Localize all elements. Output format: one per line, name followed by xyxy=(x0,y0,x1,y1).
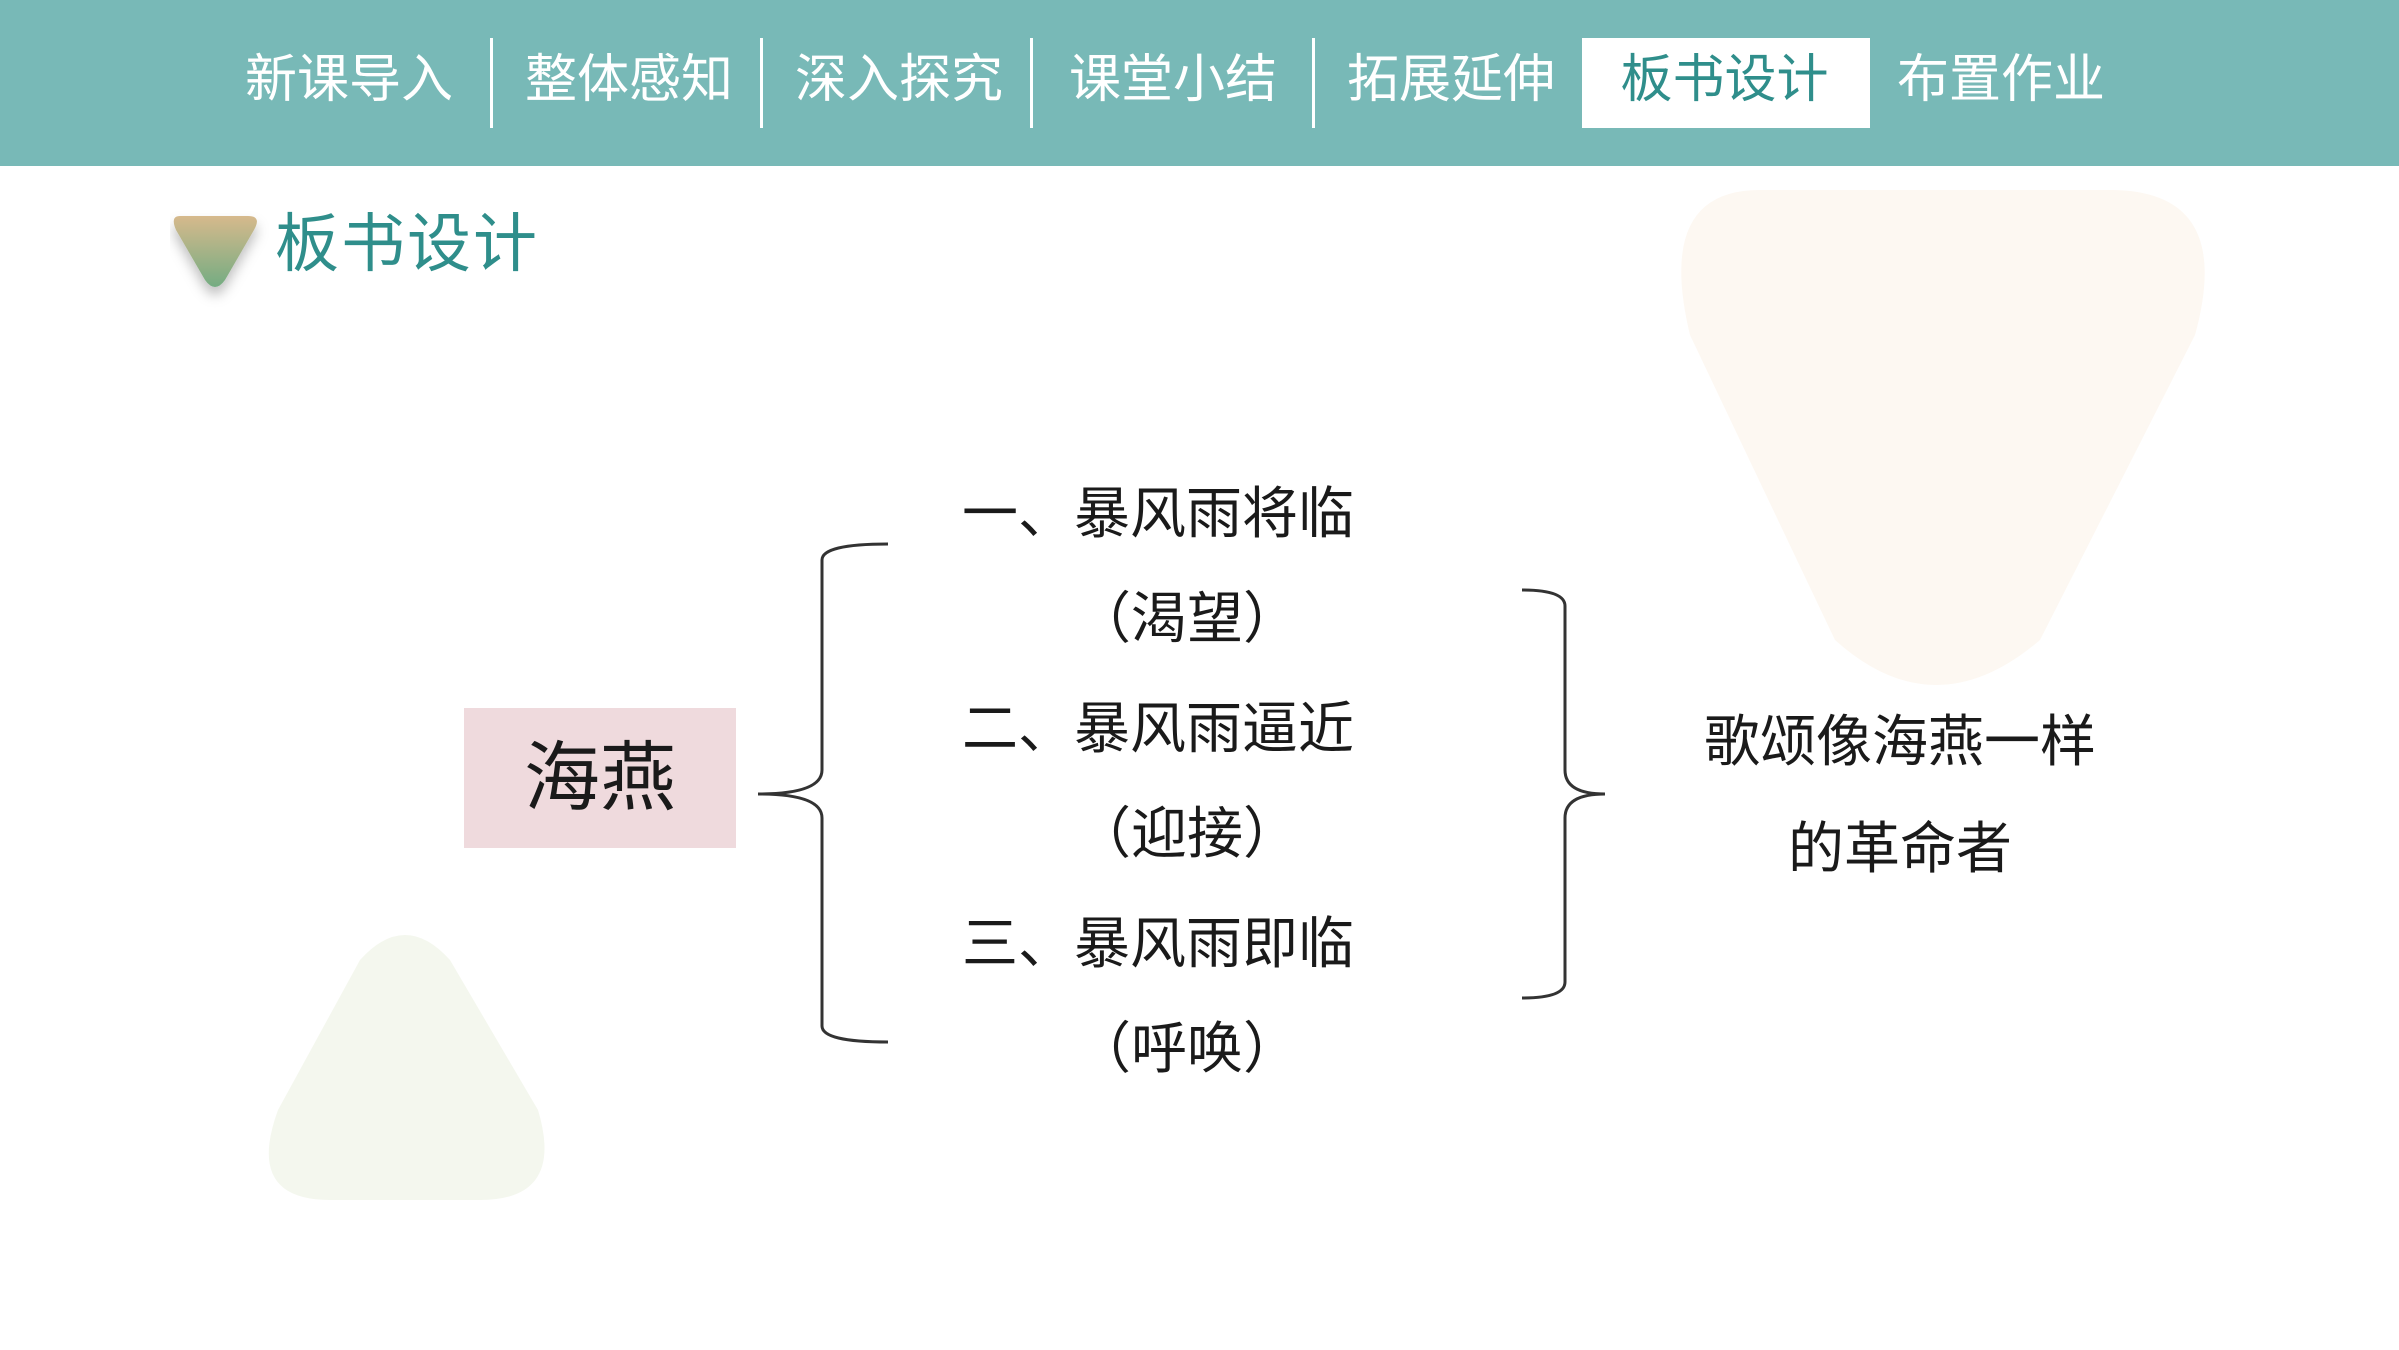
nav-separator xyxy=(760,38,763,128)
point-sub-3: （呼唤） xyxy=(1075,1017,1299,1082)
left-curly-brace xyxy=(757,542,889,1044)
point-title-2: 二、暴风雨逼近 xyxy=(962,697,1354,762)
conclusion-line-2: 的革命者 xyxy=(1788,817,2012,882)
point-sub-2: （迎接） xyxy=(1075,802,1299,867)
point-title-3: 三、暴风雨即临 xyxy=(962,912,1354,977)
right-curly-brace xyxy=(1521,588,1606,1000)
tab-board-design[interactable]: 板书设计 xyxy=(1582,38,1867,128)
point-title-1: 一、暴风雨将临 xyxy=(962,482,1354,547)
tab-in-depth-exploration[interactable]: 深入探究 xyxy=(794,50,1003,110)
nav-separator xyxy=(490,38,493,128)
nav-separator xyxy=(1867,38,1870,128)
tab-new-lesson-intro[interactable]: 新课导入 xyxy=(244,50,453,110)
tab-class-summary[interactable]: 课堂小结 xyxy=(1068,50,1277,110)
subject-box xyxy=(464,708,736,848)
tab-extension[interactable]: 拓展延伸 xyxy=(1346,50,1555,110)
tab-assign-homework[interactable]: 布置作业 xyxy=(1896,50,2105,110)
section-title-icon xyxy=(173,216,257,287)
point-sub-1: （渴望） xyxy=(1075,587,1299,652)
section-title: 板书设计 xyxy=(275,208,539,282)
conclusion-line-1: 歌颂像海燕一样 xyxy=(1704,710,2096,775)
top-navigation: 新课导入 整体感知 深入探究 课堂小结 拓展延伸 板书设计 布置作业 xyxy=(0,0,2399,166)
nav-separator xyxy=(1030,38,1033,128)
tab-overall-perception[interactable]: 整体感知 xyxy=(524,50,733,110)
beige-triangle-decoration xyxy=(1681,190,2205,685)
green-triangle-decoration xyxy=(268,935,545,1200)
nav-separator xyxy=(1312,38,1315,128)
subject-label: 海燕 xyxy=(524,733,676,822)
